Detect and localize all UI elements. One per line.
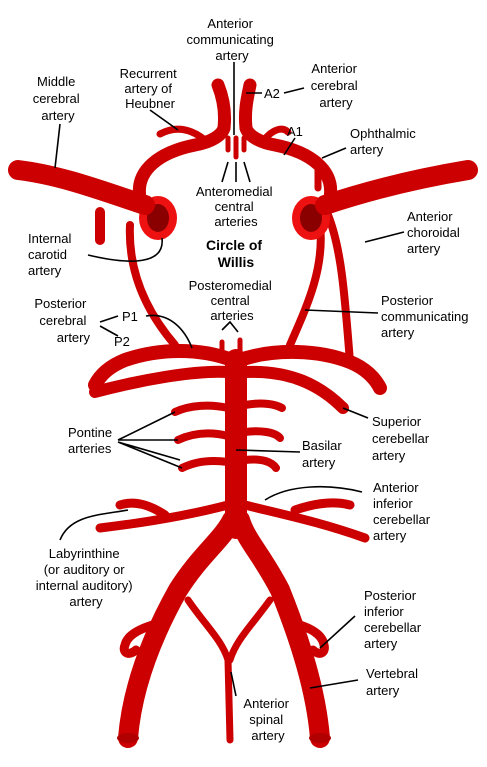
anterior-cerebral-a2-right xyxy=(239,78,257,135)
label-posterior-inferior-cerebellar: Posterior inferior cerebellar artery xyxy=(364,588,425,651)
leader-recurrent xyxy=(149,109,179,131)
pontine-artery-1 xyxy=(171,399,286,416)
label-superior-cerebellar: Superior cerebellar artery xyxy=(372,414,433,463)
label-internal-carotid: Internal carotid artery xyxy=(28,231,75,278)
leader-labyrinthine xyxy=(59,509,129,541)
label-labyrinthine: Labyrinthine (or auditory or internal au… xyxy=(36,546,136,609)
label-posterior-cerebral: Posterior cerebral artery xyxy=(34,296,90,345)
label-anterior-cerebral: Anterior cerebral artery xyxy=(311,61,362,110)
vertebral-artery-right xyxy=(230,510,330,748)
leader-posterior-communicating xyxy=(304,309,379,314)
label-anterior-communicating: Anterior communicating artery xyxy=(186,16,277,63)
aica-left xyxy=(95,498,233,533)
label-vertebral: Vertebral artery xyxy=(366,666,422,698)
leader-aica xyxy=(264,486,363,501)
pontine-artery-2 xyxy=(174,427,284,444)
posterior-cerebral-right xyxy=(233,344,387,395)
label-anterior-choroidal: Anterior choroidal artery xyxy=(407,209,463,256)
posterior-communicating-right xyxy=(286,221,325,349)
label-recurrent-heubner: Recurrent artery of Heubner xyxy=(120,66,181,111)
arteries xyxy=(8,78,478,748)
anterior-cerebral-a2-left xyxy=(211,78,231,135)
leader-a2 xyxy=(246,87,305,94)
aica-right xyxy=(240,498,370,543)
posterior-communicating-left xyxy=(125,221,179,349)
leader-middle-cerebral xyxy=(54,123,61,169)
anterior-cerebral-a1-right xyxy=(239,121,338,205)
leader-posteromedial xyxy=(221,320,239,333)
vertebral-artery-left xyxy=(118,510,242,748)
anterior-spinal-artery-branch xyxy=(226,596,274,664)
label-anterior-spinal: Anterior spinal artery xyxy=(243,696,292,743)
leader-a1 xyxy=(283,137,296,156)
leader-lines xyxy=(54,62,405,697)
leader-superior-cerebellar xyxy=(342,407,369,419)
label-a1: A1 xyxy=(287,124,303,139)
leader-pontine xyxy=(117,411,183,469)
label-posterior-communicating: Posterior communicating artery xyxy=(381,293,472,340)
leader-anteromedial xyxy=(221,161,251,183)
anterior-spinal-artery xyxy=(184,596,234,744)
leader-p2 xyxy=(99,325,119,337)
leader-basilar xyxy=(235,449,301,453)
posterior-cerebral-left xyxy=(88,344,239,392)
vertebral-artery-left-end xyxy=(117,733,139,743)
vertebral-artery-right-end xyxy=(309,733,331,743)
pontine-artery-3 xyxy=(178,455,280,472)
anterior-choroidal-artery xyxy=(324,211,354,366)
label-p1: P1 xyxy=(122,309,138,324)
middle-cerebral-right xyxy=(315,160,478,215)
leader-pica xyxy=(319,615,356,649)
superior-cerebellar-left xyxy=(89,365,234,398)
leader-vertebral xyxy=(309,679,359,689)
label-middle-cerebral: Middle cerebral artery xyxy=(33,74,84,123)
leader-anterior-choroidal xyxy=(364,231,405,243)
label-a2: A2 xyxy=(264,86,280,101)
leader-anterior-spinal xyxy=(230,671,237,697)
recurrent-artery-of-heubner-right xyxy=(260,125,292,144)
leader-p1 xyxy=(99,314,193,349)
label-anteromedial-central: Anteromedial central arteries xyxy=(196,184,276,229)
label-posteromedial-central: Posteromedial central arteries xyxy=(189,278,276,323)
anterior-cerebral-a1-left xyxy=(132,121,231,205)
label-p2: P2 xyxy=(114,334,130,349)
label-ophthalmic: Ophthalmic artery xyxy=(350,126,419,157)
middle-cerebral-left xyxy=(8,160,155,215)
superior-cerebellar-right xyxy=(239,365,349,414)
label-circle-of-willis: Circle of Willis xyxy=(206,237,266,270)
recurrent-artery-of-heubner xyxy=(156,125,209,144)
leader-ophthalmic xyxy=(321,147,347,159)
label-basilar: Basilar artery xyxy=(302,438,345,470)
label-pontine: Pontine arteries xyxy=(68,425,116,456)
labels: Anterior communicating artery Anterior c… xyxy=(28,16,472,743)
label-anterior-inferior-cerebellar: Anterior inferior cerebellar artery xyxy=(373,480,434,543)
leader-internal-carotid xyxy=(87,237,163,262)
pica-left xyxy=(119,617,168,658)
